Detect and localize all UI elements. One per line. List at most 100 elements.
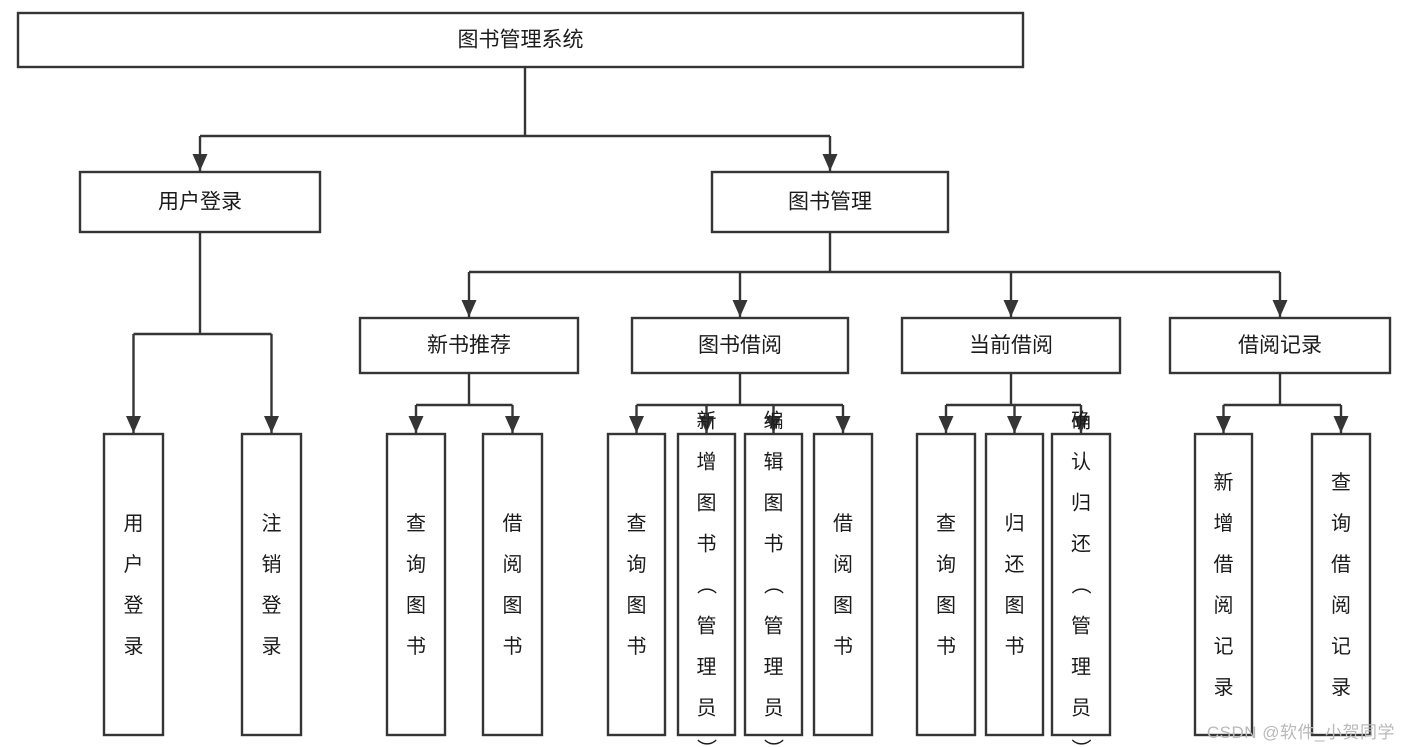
node-label-char: 查: [627, 512, 647, 535]
node-box-leaf-user-login[interactable]: [102, 432, 165, 737]
node-box-leaf-add-borrow-record[interactable]: [1193, 432, 1254, 737]
node-box-root[interactable]: [16, 11, 1025, 69]
node-user-login[interactable]: 用户登录: [78, 170, 322, 234]
edges-layer: [126, 67, 1349, 433]
node-label-char: ）: [1069, 739, 1092, 747]
arrow-head-icon: [732, 300, 748, 317]
node-box-leaf-query-book-1[interactable]: [385, 432, 447, 737]
node-label-char: 图: [833, 595, 853, 617]
node-label-root: 图书管理系统: [458, 29, 584, 52]
node-label-char: 理: [697, 657, 717, 679]
node-leaf-user-login[interactable]: 用户登录: [102, 432, 165, 737]
node-box-leaf-query-borrow-record[interactable]: [1310, 432, 1372, 737]
node-box-leaf-confirm-return-admin[interactable]: [1050, 432, 1112, 737]
node-box-leaf-query-book-2[interactable]: [606, 432, 667, 737]
node-label-char: 辑: [764, 451, 784, 474]
arrow-head-icon: [1272, 300, 1288, 317]
node-label-char: 归: [1071, 492, 1091, 515]
node-label-char: 登: [124, 594, 144, 617]
node-label-char: 管: [697, 615, 717, 638]
node-current-borrow[interactable]: 当前借阅: [900, 316, 1122, 375]
node-label-char: 员: [697, 698, 717, 720]
arrow-head-icon: [1333, 416, 1349, 433]
node-label-char: 书: [1005, 635, 1025, 658]
node-label-char: 查: [936, 512, 956, 535]
node-box-current-borrow[interactable]: [900, 316, 1122, 375]
node-label-char: 登: [262, 594, 282, 617]
node-label-char: 认: [1071, 451, 1091, 474]
arrow-head-icon: [505, 416, 520, 433]
arrow-head-icon: [766, 416, 781, 433]
node-box-leaf-borrow-book-2[interactable]: [812, 432, 874, 737]
node-box-borrow-record[interactable]: [1168, 316, 1392, 375]
node-label-char: 阅: [833, 553, 853, 576]
node-new-book-rec[interactable]: 新书推荐: [358, 316, 580, 375]
node-box-book-manage[interactable]: [710, 170, 950, 234]
node-label-char: ）: [762, 739, 785, 747]
node-book-manage[interactable]: 图书管理: [710, 170, 950, 234]
node-label-char: 阅: [1331, 594, 1351, 617]
node-label-char: 还: [1071, 533, 1091, 556]
node-label-char: 图: [1005, 595, 1025, 617]
node-box-leaf-edit-book-admin[interactable]: [743, 432, 804, 737]
arrow-head-icon: [192, 154, 208, 171]
node-label-char: 图: [936, 595, 956, 617]
node-label-char: 询: [406, 553, 426, 576]
node-label-char: 新: [1214, 471, 1234, 494]
node-label-char: ）: [695, 739, 718, 747]
node-label-char: 记: [1331, 635, 1351, 658]
node-label-char: 书: [764, 533, 784, 556]
node-label-book-borrow: 图书借阅: [698, 334, 782, 357]
nodes-layer: 图书管理系统用户登录图书管理新书推荐图书借阅当前借阅借阅记录用户登录注销登录查询…: [16, 11, 1392, 747]
node-label-char: 借: [1331, 553, 1351, 576]
node-label-char: 借: [1214, 553, 1234, 576]
arrow-head-icon: [1003, 300, 1019, 317]
node-label-char: （: [695, 575, 718, 595]
node-label-char: 书: [406, 635, 426, 658]
node-label-char: 户: [124, 553, 144, 576]
node-label-user-login: 用户登录: [158, 191, 242, 214]
node-label-char: 图: [503, 595, 523, 617]
node-label-char: 询: [1331, 512, 1351, 535]
node-box-book-borrow[interactable]: [630, 316, 850, 375]
node-label-char: 录: [262, 636, 282, 658]
node-box-user-login[interactable]: [78, 170, 322, 234]
node-label-char: 借: [833, 512, 853, 535]
node-label-new-book-rec: 新书推荐: [427, 334, 511, 357]
node-label-char: 增: [1214, 512, 1234, 535]
arrow-head-icon: [264, 416, 279, 433]
node-label-char: 书: [627, 635, 647, 658]
node-label-char: 借: [503, 512, 523, 535]
arrow-head-icon: [699, 416, 714, 433]
node-box-leaf-query-book-3[interactable]: [915, 432, 977, 737]
node-label-char: 员: [1071, 698, 1091, 720]
node-borrow-record[interactable]: 借阅记录: [1168, 316, 1392, 375]
node-box-leaf-add-book-admin[interactable]: [676, 432, 737, 737]
node-box-leaf-return-book[interactable]: [984, 432, 1045, 737]
node-label-char: 阅: [503, 553, 523, 576]
node-book-borrow[interactable]: 图书借阅: [630, 316, 850, 375]
node-box-leaf-user-logout[interactable]: [240, 432, 303, 737]
node-label-current-borrow: 当前借阅: [969, 334, 1053, 357]
node-label-char: 用: [124, 513, 144, 535]
node-root[interactable]: 图书管理系统: [16, 11, 1025, 69]
arrow-head-icon: [1216, 416, 1231, 433]
watermark-label: CSDN @软件_小贺同学: [1206, 723, 1395, 742]
node-box-new-book-rec[interactable]: [358, 316, 580, 375]
node-box-leaf-borrow-book-1[interactable]: [481, 432, 544, 737]
arrow-head-icon: [1007, 416, 1022, 433]
